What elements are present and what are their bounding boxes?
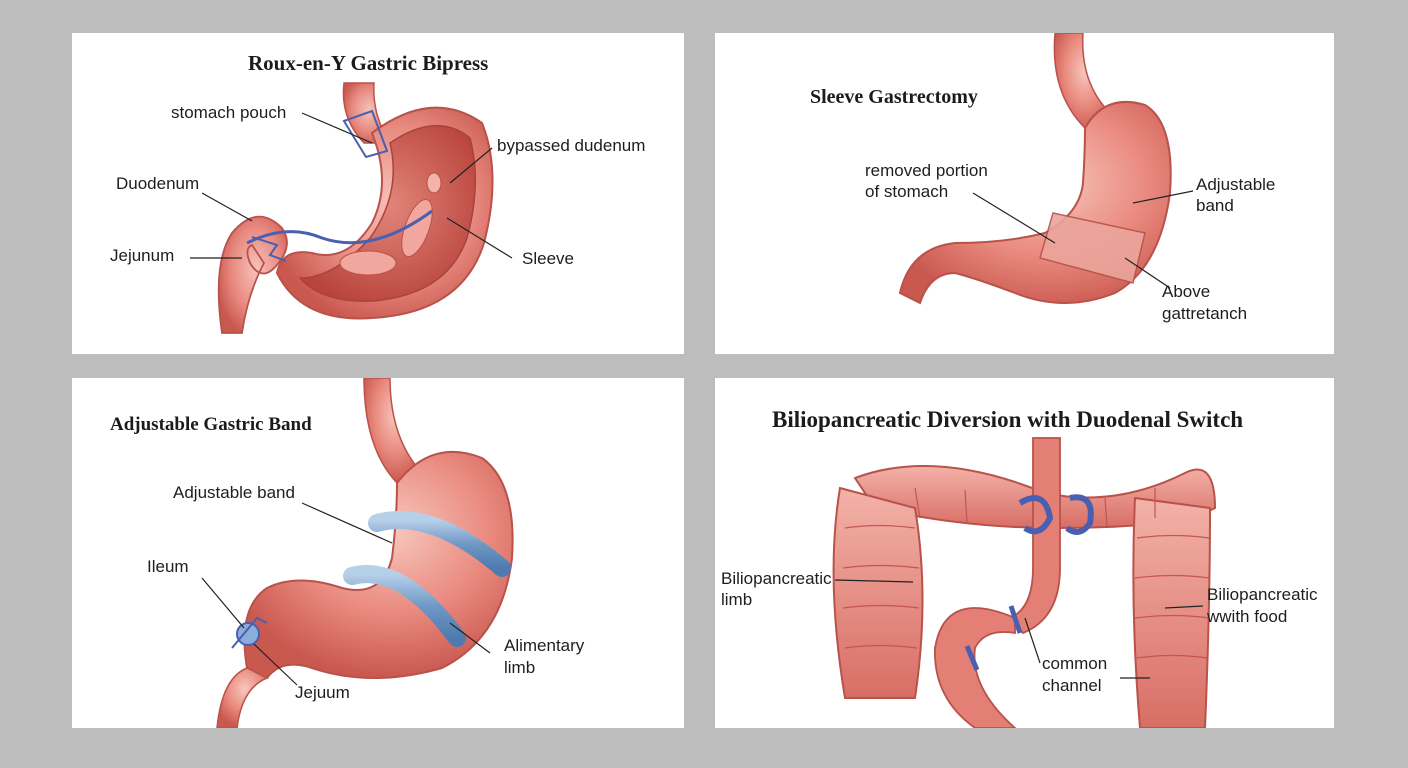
label-alimentary-line2: limb — [504, 658, 536, 677]
label-jejunum: Jejunum — [110, 246, 175, 265]
label-above-line1: Above — [1162, 282, 1211, 301]
label-bp-limb-line2: limb — [721, 590, 753, 609]
label-adjustable-band: Adjustable band — [173, 483, 295, 502]
label-removed-portion-line2: of stomach — [865, 182, 949, 201]
label-bypassed-duodenum: bypassed dudenum — [497, 136, 646, 155]
label-alimentary-line1: Alimentary — [504, 636, 585, 655]
label-bp-food-line1: Biliopancreatic — [1207, 585, 1318, 604]
biliopancreatic-illustration — [832, 437, 1217, 728]
label-sleeve: Sleeve — [522, 249, 574, 268]
label-adjustable-band-line2: band — [1196, 196, 1234, 215]
label-jejuum: Jejuum — [295, 683, 350, 702]
label-ileum: Ileum — [147, 557, 189, 576]
panel-sleeve-gastrectomy: Sleeve Gastrectomy removed portion of st… — [715, 33, 1334, 354]
panel-title: Biliopancreatic Diversion with Duodenal … — [772, 407, 1244, 432]
label-common-line1: common — [1042, 654, 1108, 673]
label-bp-food-line2: wwith food — [1207, 607, 1288, 626]
sleeve-illustration — [898, 33, 1194, 305]
panel-title: Adjustable Gastric Band — [110, 414, 312, 435]
panel-adjustable-gastric-band: Adjustable Gastric Band Adjustable band … — [72, 378, 684, 728]
label-adjustable-band-line1: Adjustable — [1196, 175, 1276, 194]
panel-biliopancreatic-diversion: Biliopancreatic Diversion with Duodenal … — [715, 378, 1334, 728]
label-removed-portion-line1: removed portion — [865, 161, 988, 180]
label-stomach-pouch: stomach pouch — [171, 103, 287, 122]
label-above-line2: gattretanch — [1162, 304, 1248, 323]
panel-title: Sleeve Gastrectomy — [810, 86, 978, 108]
label-bp-limb-line1: Biliopancreatic — [721, 569, 832, 588]
panel-roux-en-y: Roux-en-Y Gastric Bipress stomach pouch … — [72, 33, 684, 354]
label-common-line2: channel — [1042, 676, 1102, 695]
label-duodenum: Duodenum — [116, 174, 200, 193]
gastric-band-illustration — [201, 378, 514, 728]
roux-en-y-illustration — [190, 82, 513, 334]
panel-title: Roux-en-Y Gastric Bipress — [248, 51, 489, 75]
